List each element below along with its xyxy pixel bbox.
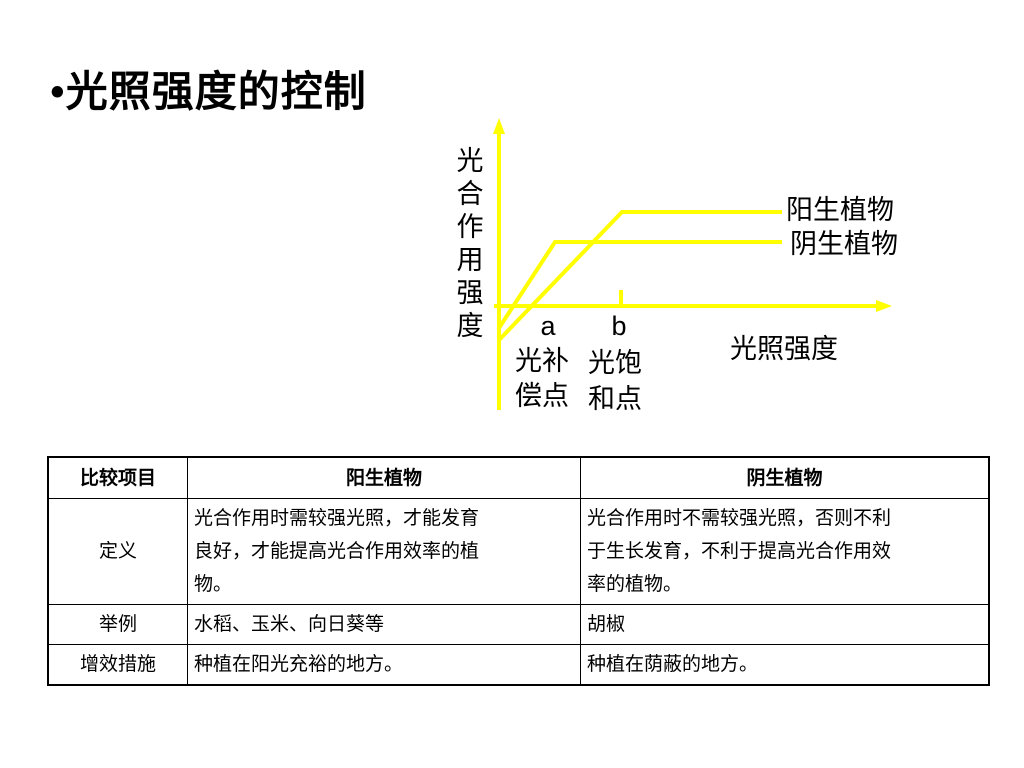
compensation-point-label: 偿点 [515, 381, 569, 412]
cell-line: 水稻、玉米、向日葵等 [194, 613, 385, 635]
saturation-point-label: 和点 [588, 384, 642, 415]
x-axis-label: 光照强度 [730, 334, 838, 365]
shade-plant-curve [497, 240, 782, 330]
row-item-measures: 增效措施 [47, 644, 188, 686]
y-axis-label-char: 作 [457, 212, 484, 243]
compensation-point-label: 光补 [515, 346, 569, 377]
cell-line: 光合作用时需较强光照，才能发育 [194, 507, 480, 529]
cell-sun-definition: 光合作用时需较强光照，才能发育 良好，才能提高光合作用效率的植 物。 [187, 498, 581, 605]
sun-plant-label: 阳生植物 [786, 195, 894, 226]
table-row: 增效措施 种植在阳光充裕的地方。 种植在荫蔽的地方。 [47, 644, 990, 686]
cell-line: 于生长发育，不利于提高光合作用效 [587, 540, 892, 562]
cell-sun-measures: 种植在阳光充裕的地方。 [187, 644, 581, 686]
y-axis [493, 118, 505, 410]
x-axis [494, 300, 892, 312]
table-row: 定义 光合作用时需较强光照，才能发育 良好，才能提高光合作用效率的植 物。 光合… [47, 498, 990, 605]
cell-line: 胡椒 [587, 613, 626, 635]
cell-line: 光合作用时不需较强光照，否则不利 [587, 507, 892, 529]
cell-shade-measures: 种植在荫蔽的地方。 [580, 644, 990, 686]
y-axis-arrow-icon [493, 118, 505, 134]
table-row: 举例 水稻、玉米、向日葵等 胡椒 [47, 604, 990, 645]
title-text: 光照强度的控制 [65, 67, 367, 116]
cell-line: 物。 [194, 573, 233, 595]
y-axis-label-char: 用 [457, 245, 484, 276]
cell-line: 率的植物。 [587, 573, 683, 595]
y-axis-label-char: 光 [457, 146, 484, 177]
cell-line: 种植在阳光充裕的地方。 [194, 653, 404, 675]
saturation-point-label: 光饱 [588, 348, 642, 379]
header-shade-plant: 阴生植物 [580, 456, 990, 499]
table-header-row: 比较项目 阳生植物 阴生植物 [47, 456, 990, 499]
sun-plant-curve [497, 210, 782, 342]
cell-shade-example: 胡椒 [580, 604, 990, 645]
comparison-table: 比较项目 阳生植物 阴生植物 定义 光合作用时需较强光照，才能发育 良好，才能提… [47, 456, 990, 686]
slide-title: •光照强度的控制 [50, 58, 367, 119]
title-bullet: • [50, 70, 66, 116]
row-item-example: 举例 [47, 604, 188, 645]
photosynthesis-diagram: 光 合 作 用 强 度 阳生植物 阴生植物 光照强度 a b 光补 偿点 光饱 … [457, 118, 898, 415]
y-axis-label-char: 强 [457, 278, 484, 309]
y-axis-label-char: 合 [457, 179, 484, 210]
shade-plant-label: 阴生植物 [790, 229, 898, 260]
row-item-definition: 定义 [47, 498, 188, 605]
cell-line: 良好，才能提高光合作用效率的植 [194, 540, 480, 562]
marker-b-letter: b [611, 311, 626, 341]
cell-shade-definition: 光合作用时不需较强光照，否则不利 于生长发育，不利于提高光合作用效 率的植物。 [580, 498, 990, 605]
cell-sun-example: 水稻、玉米、向日葵等 [187, 604, 581, 645]
header-sun-plant: 阳生植物 [187, 456, 581, 499]
header-item: 比较项目 [47, 456, 188, 499]
x-axis-arrow-icon [876, 300, 892, 312]
cell-line: 种植在荫蔽的地方。 [587, 653, 759, 675]
y-axis-label-char: 度 [457, 311, 484, 342]
marker-a-letter: a [540, 311, 556, 341]
